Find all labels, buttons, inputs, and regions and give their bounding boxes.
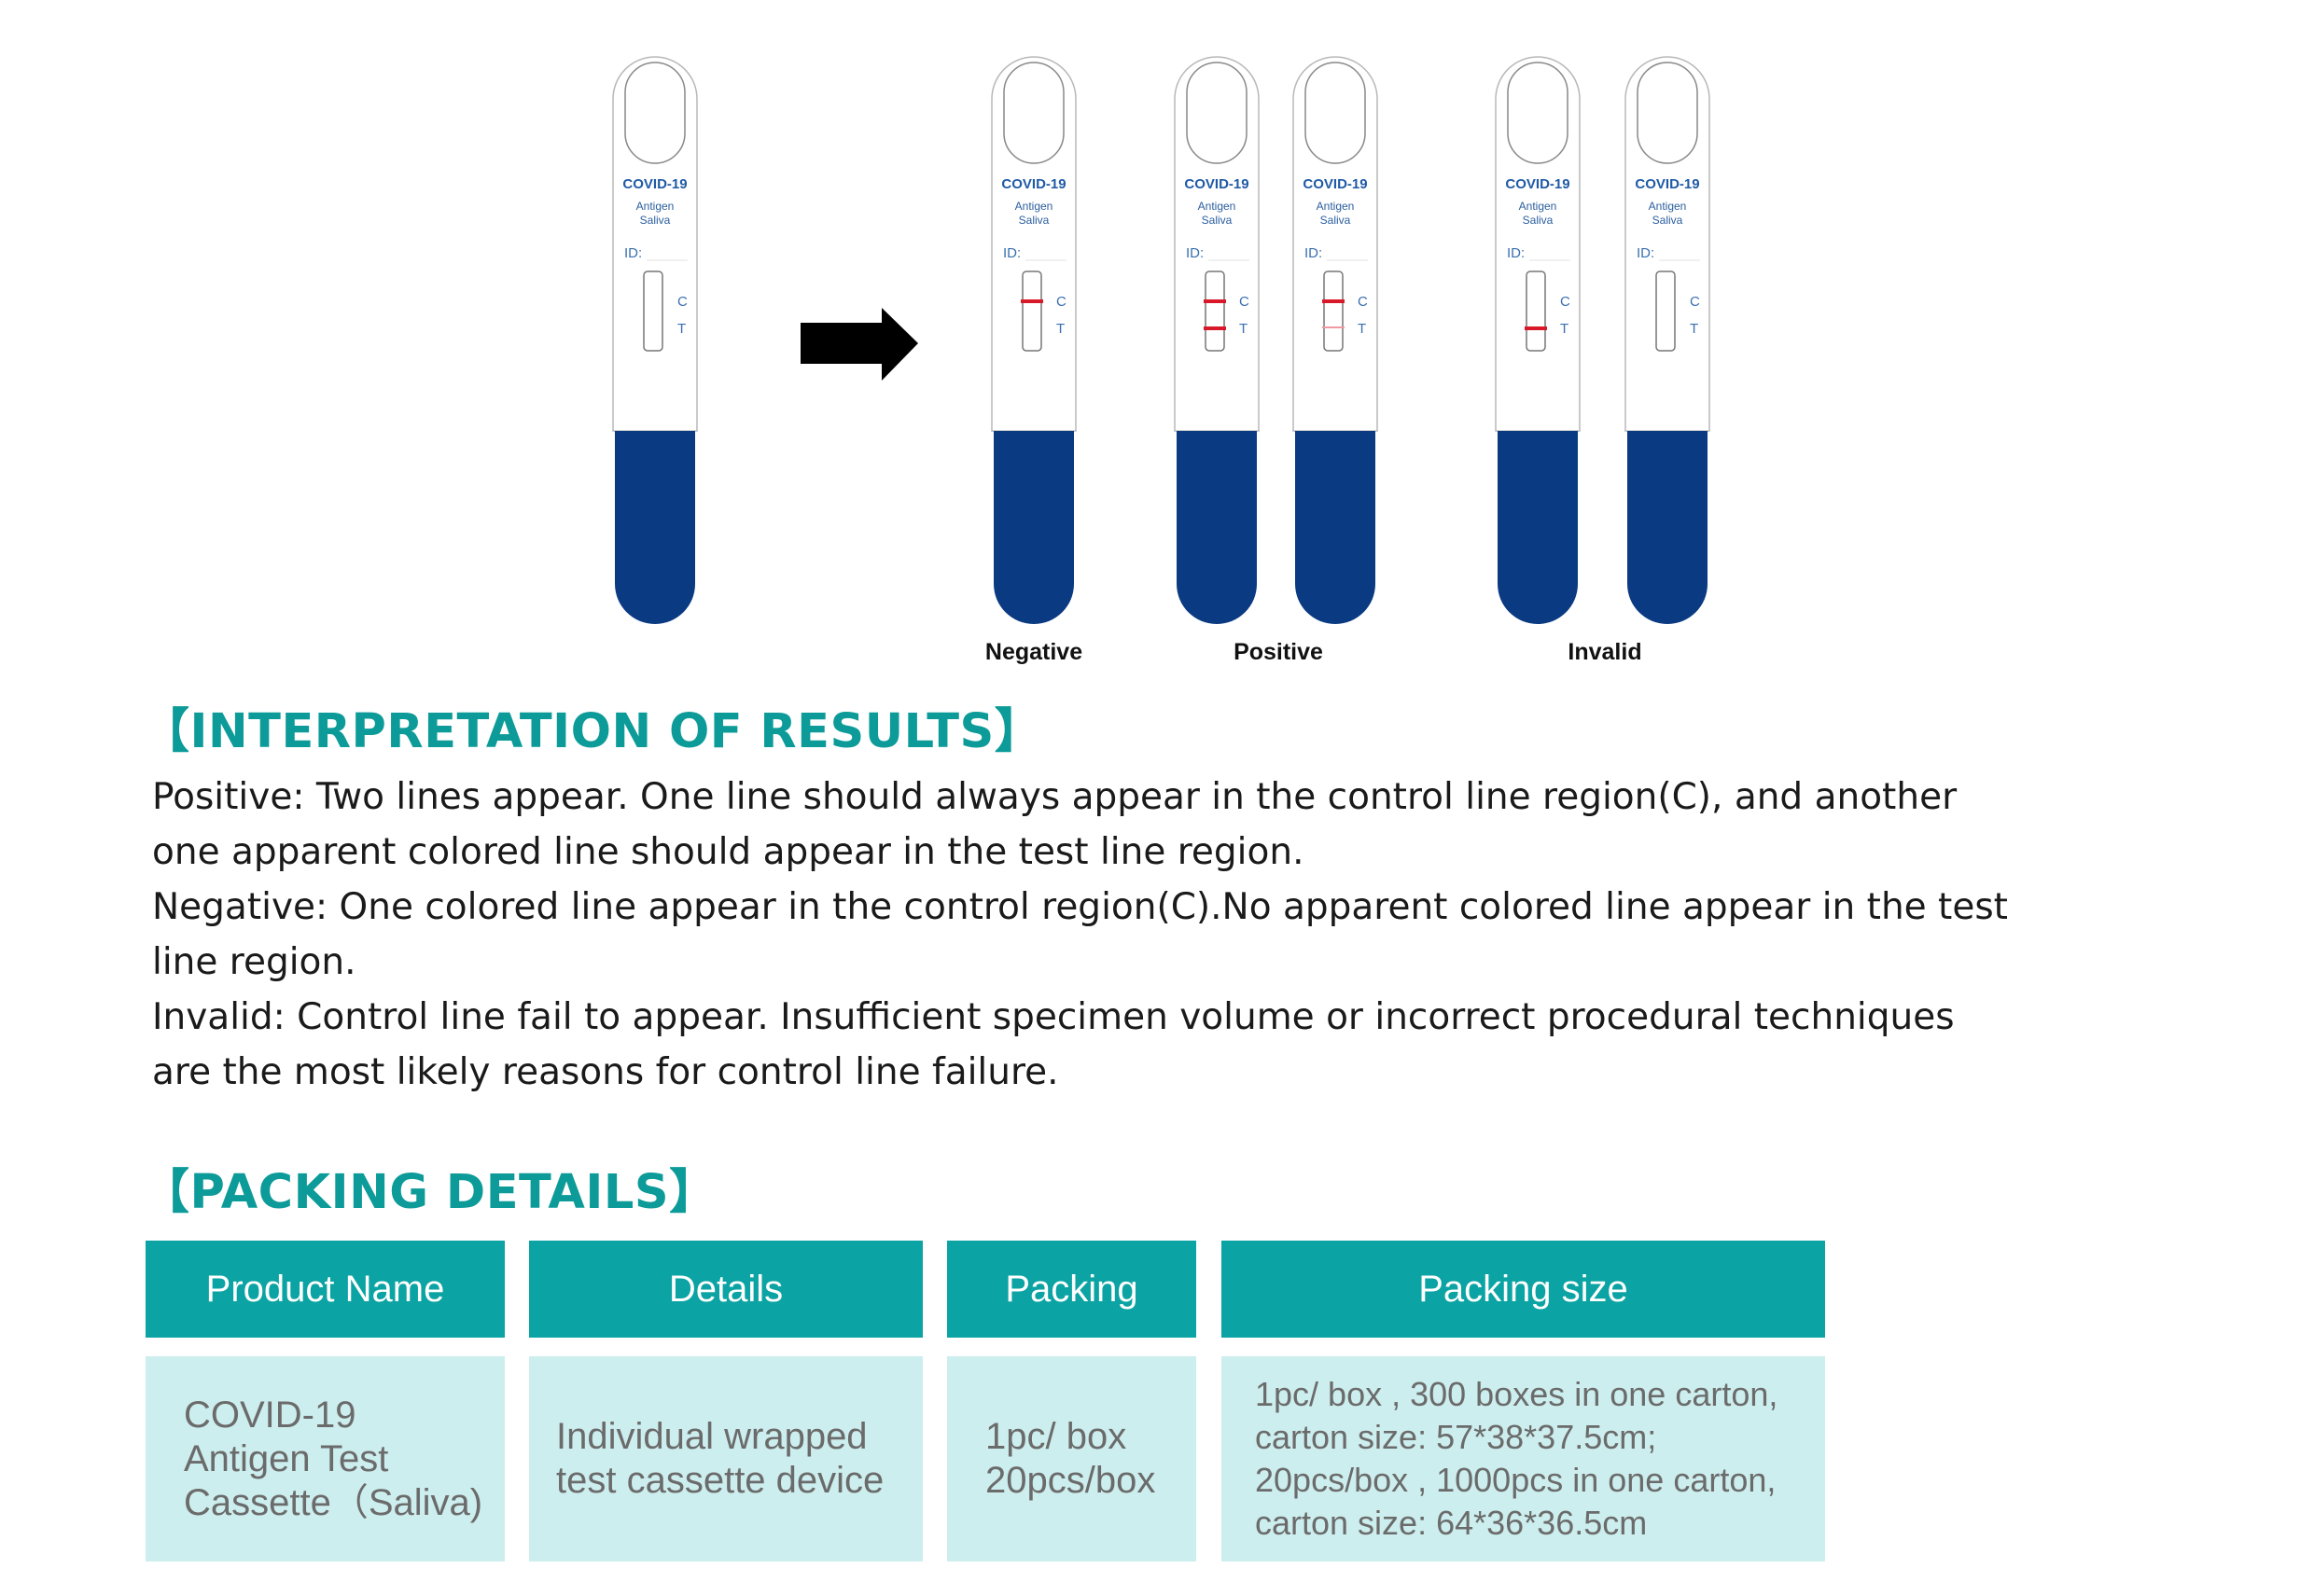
cassette-id-label: ID: bbox=[1304, 245, 1322, 261]
cassette-subtitle: Saliva bbox=[1019, 214, 1050, 227]
control-line bbox=[1021, 299, 1043, 303]
cassette-title: COVID-19 bbox=[622, 176, 687, 192]
sample-well bbox=[1637, 62, 1698, 164]
control-line bbox=[1204, 299, 1226, 303]
invalid-description: Invalid: Control line fail to appear. In… bbox=[152, 996, 1955, 1093]
cell-packing-size: 1pc/ box , 300 boxes in one carton, cart… bbox=[1221, 1356, 1825, 1561]
test-line bbox=[1525, 326, 1547, 330]
test-label: T bbox=[1239, 321, 1248, 337]
control-label: C bbox=[1690, 294, 1700, 310]
cassette-subtitle: Antigen bbox=[1649, 200, 1687, 213]
control-label: C bbox=[1239, 294, 1249, 310]
test-label: T bbox=[1056, 321, 1065, 337]
result-window bbox=[643, 271, 663, 352]
header-packing-size: Packing size bbox=[1221, 1241, 1825, 1338]
cassette-subtitle: Antigen bbox=[1519, 200, 1557, 213]
cassette-subtitle: Saliva bbox=[1320, 214, 1351, 227]
negative-description: Negative: One colored line appear in the… bbox=[152, 886, 2008, 983]
cassette-handle bbox=[1177, 431, 1257, 624]
cassette-subtitle: Antigen bbox=[1317, 200, 1355, 213]
cassette-handle bbox=[1498, 431, 1578, 624]
result-window bbox=[1526, 271, 1546, 352]
header-packing: Packing bbox=[947, 1241, 1196, 1338]
negative-label: Negative bbox=[985, 639, 1082, 665]
test-label: T bbox=[1690, 321, 1698, 337]
cassette-subtitle: Antigen bbox=[636, 200, 675, 213]
arrow-right-icon bbox=[801, 308, 918, 381]
interpretation-text: Positive: Two lines appear. One line sho… bbox=[152, 770, 2018, 1100]
positive-label: Positive bbox=[1234, 639, 1323, 665]
cassette-handle bbox=[1627, 431, 1708, 624]
cassette-handle bbox=[994, 431, 1074, 624]
sample-well bbox=[1186, 62, 1248, 164]
invalid-label: Invalid bbox=[1568, 639, 1641, 665]
cassette-id-label: ID: bbox=[1186, 245, 1204, 261]
test-label: T bbox=[1358, 321, 1366, 337]
packing-heading: 【PACKING DETAILS】 bbox=[142, 1165, 718, 1220]
positive-description: Positive: Two lines appear. One line sho… bbox=[152, 776, 1958, 873]
test-result-illustration: COVID-19AntigenSalivaID:CTCOVID-19Antige… bbox=[612, 56, 1710, 665]
test-label: T bbox=[677, 321, 686, 337]
cassette-title: COVID-19 bbox=[1505, 176, 1569, 192]
result-window bbox=[1022, 271, 1042, 352]
header-product-name: Product Name bbox=[146, 1241, 505, 1338]
cassette-subtitle: Antigen bbox=[1198, 200, 1236, 213]
test-line bbox=[1204, 326, 1226, 330]
cell-details: Individual wrapped test cassette device bbox=[529, 1356, 923, 1561]
test-label: T bbox=[1560, 321, 1568, 337]
cassette-id-label: ID: bbox=[624, 245, 642, 261]
result-window bbox=[1205, 271, 1225, 352]
cassette-subtitle: Saliva bbox=[1202, 214, 1233, 227]
cassette-title: COVID-19 bbox=[1303, 176, 1367, 192]
sample-well bbox=[1304, 62, 1366, 164]
interpretation-heading: 【INTERPRETATION OF RESULTS】 bbox=[142, 704, 1043, 759]
cassette-subtitle: Saliva bbox=[1652, 214, 1683, 227]
control-line bbox=[1322, 299, 1345, 303]
cassette-title: COVID-19 bbox=[1184, 176, 1248, 192]
cassette-id-label: ID: bbox=[1637, 245, 1654, 261]
control-label: C bbox=[1056, 294, 1066, 310]
sample-well bbox=[624, 62, 686, 164]
packing-table: Product Name Details Packing Packing siz… bbox=[146, 1241, 1827, 1563]
cassette-subtitle: Antigen bbox=[1015, 200, 1053, 213]
cassette-subtitle: Saliva bbox=[640, 214, 671, 227]
result-window bbox=[1655, 271, 1676, 352]
cassette-subtitle: Saliva bbox=[1523, 214, 1554, 227]
cassette-title: COVID-19 bbox=[1001, 176, 1066, 192]
cassette-title: COVID-19 bbox=[1635, 176, 1699, 192]
sample-well bbox=[1003, 62, 1065, 164]
control-label: C bbox=[1358, 294, 1368, 310]
control-label: C bbox=[677, 294, 688, 310]
sample-well bbox=[1507, 62, 1568, 164]
cassette-id-label: ID: bbox=[1003, 245, 1021, 261]
cassette-handle bbox=[615, 431, 695, 624]
control-label: C bbox=[1560, 294, 1570, 310]
test-line bbox=[1322, 326, 1345, 328]
cell-product-name: COVID-19 Antigen Test Cassette（Saliva) bbox=[146, 1356, 505, 1561]
result-window bbox=[1323, 271, 1344, 352]
cell-packing: 1pc/ box 20pcs/box bbox=[947, 1356, 1196, 1561]
header-details: Details bbox=[529, 1241, 923, 1338]
cassette-handle bbox=[1295, 431, 1375, 624]
cassette-id-label: ID: bbox=[1507, 245, 1525, 261]
